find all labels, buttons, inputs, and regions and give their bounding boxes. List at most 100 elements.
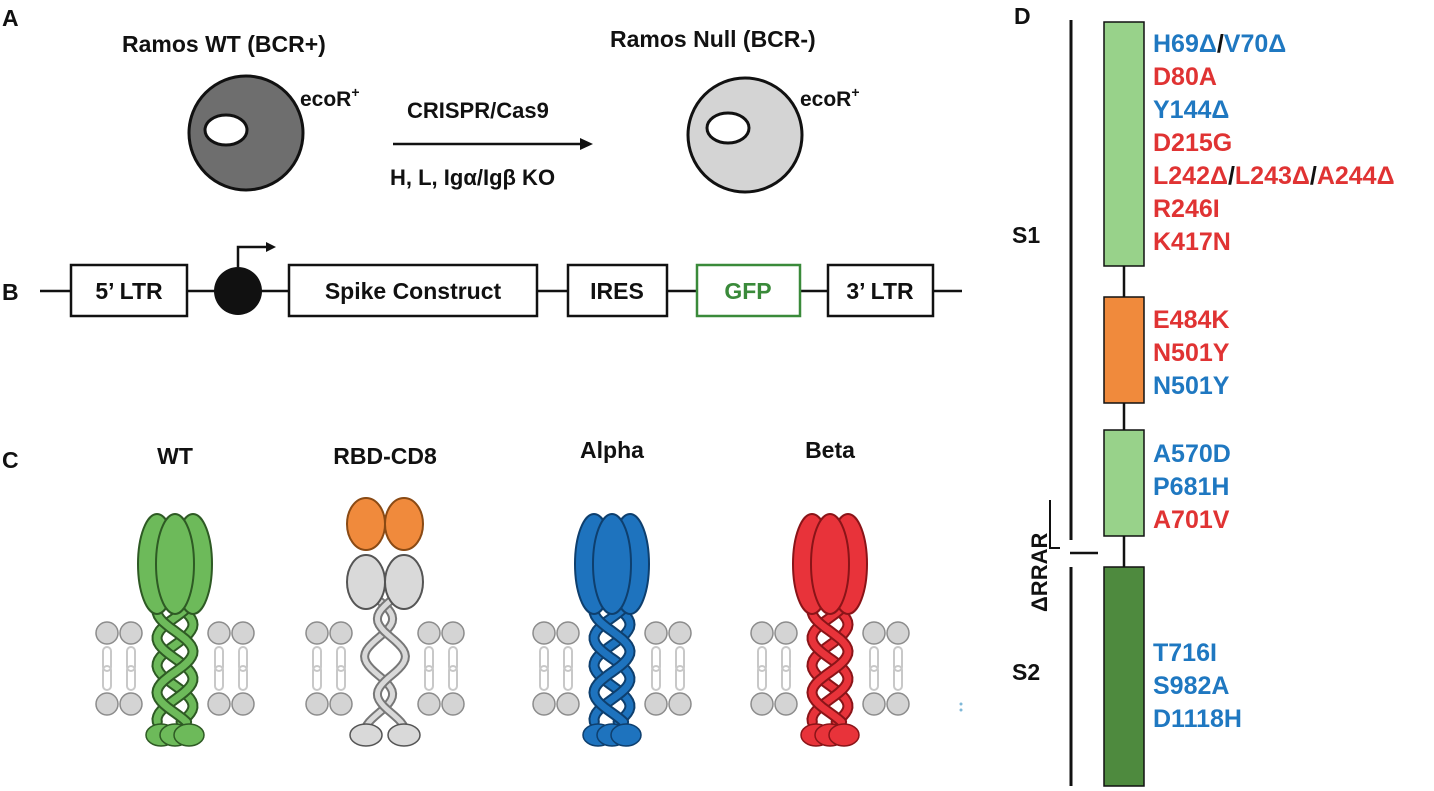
lipid-head-icon [95, 621, 119, 645]
membranes [95, 621, 910, 716]
promoter-arrow-line [236, 245, 266, 267]
mutation-list: H69Δ/V70ΔD80AY144ΔD215GL242Δ/L243Δ/A244Δ… [1153, 30, 1395, 733]
cd8-ct-lobe [387, 723, 421, 747]
alpha-ct-lobe [610, 723, 642, 747]
mutation-label: D215G [1153, 129, 1232, 157]
knockout-label: H, L, Igα/Igβ KO [390, 165, 555, 190]
lipid-head-icon [305, 621, 329, 645]
rbd-domain [1103, 296, 1145, 404]
ecor-label-null: ecoR+ [800, 84, 860, 111]
alpha-helix [590, 600, 634, 726]
lipid-head-icon [886, 621, 910, 645]
rbd-domain-icon [384, 497, 424, 551]
mutation-label: K417N [1153, 228, 1231, 256]
lipid-tail-icon [869, 646, 879, 672]
lipid-tail-icon [312, 665, 322, 691]
wt-ct-lobe [173, 723, 205, 747]
ltr3-label: 3’ LTR [846, 278, 914, 304]
lipid-head-icon [119, 692, 143, 716]
crispr-label: CRISPR/Cas9 [407, 98, 549, 123]
panel-b-letter: B [2, 279, 19, 305]
lipid-tail-icon [563, 646, 573, 672]
lipid-tail-icon [781, 665, 791, 691]
furin-deletion-label: ΔRRAR [1027, 533, 1052, 612]
lipid-tail-icon [102, 646, 112, 672]
lipid-head-icon [668, 692, 692, 716]
lipid-head-icon [95, 692, 119, 716]
s1-ntd-domain [1103, 21, 1145, 267]
cd8-domain [346, 554, 386, 610]
rbd-domain-icon [346, 497, 386, 551]
lipid-head-icon [207, 621, 231, 645]
lipid-tail-icon [312, 646, 322, 672]
gfp-box [695, 263, 802, 318]
rbd-cd8-spike [346, 497, 424, 747]
mutation-label: R246I [1153, 195, 1220, 223]
lipid-tail-icon [757, 665, 767, 691]
lipid-tail-icon [539, 646, 549, 672]
stray-dot [959, 702, 963, 706]
lipid-tail-icon [214, 665, 224, 691]
lipid-tail-icon [539, 665, 549, 691]
ramos-wt-label: Ramos WT (BCR+) [122, 31, 326, 57]
ltr3-box [826, 263, 935, 318]
lipid-head-icon [441, 692, 465, 716]
beta-spike [792, 513, 868, 747]
wt-head-subunit [155, 513, 195, 615]
mutation-label: D80A [1153, 63, 1217, 91]
beta-helix [808, 600, 852, 726]
ires-box [566, 263, 669, 318]
s2-domain [1103, 566, 1145, 787]
lipid-head-icon [644, 692, 668, 716]
ecor-label-wt: ecoR+ [300, 84, 360, 111]
variant-label-rbd-cd8: RBD-CD8 [333, 443, 437, 469]
lipid-head-icon [774, 692, 798, 716]
lipid-head-icon [417, 621, 441, 645]
lipid-tail-icon [336, 665, 346, 691]
lipid-tail-icon [869, 665, 879, 691]
lipid-head-icon [231, 692, 255, 716]
panel-c-letter: C [2, 447, 19, 473]
ltr5-box [69, 263, 189, 318]
mutation-label: Y144Δ [1153, 96, 1229, 124]
lipid-head-icon [774, 621, 798, 645]
mutation-label: P681H [1153, 473, 1229, 501]
ltr5-label: 5’ LTR [95, 278, 163, 304]
lipid-tail-icon [448, 646, 458, 672]
alpha-spike [574, 513, 650, 747]
lipid-tail-icon [214, 646, 224, 672]
lipid-tail-icon [675, 665, 685, 691]
proteins [137, 497, 868, 747]
lipid-head-icon [750, 692, 774, 716]
lipid-head-icon [532, 692, 556, 716]
lipid-tail-icon [238, 646, 248, 672]
variant-label-wt: WT [157, 443, 193, 469]
lipid-tail-icon [781, 646, 791, 672]
mutation-label: N501Y [1153, 372, 1230, 400]
spike-construct-label: Spike Construct [325, 278, 502, 304]
beta-ct-lobe [828, 723, 860, 747]
lipid-tail-icon [675, 646, 685, 672]
lipid-head-icon [886, 692, 910, 716]
lipid-tail-icon [563, 665, 573, 691]
lipid-head-icon [644, 621, 668, 645]
variant-label-alpha: Alpha [580, 437, 644, 463]
lipid-tail-icon [336, 646, 346, 672]
beta-helix [808, 600, 852, 726]
lipid-tail-icon [893, 646, 903, 672]
furin-site-bracket [1049, 500, 1060, 549]
promoter-icon [214, 267, 262, 315]
mutation-label: A701V [1153, 506, 1230, 534]
lipid-tail-icon [424, 665, 434, 691]
panel-a: A Ramos WT (BCR+) Ramos Null (BCR-) ecoR… [2, 5, 860, 194]
lipid-tail-icon [126, 665, 136, 691]
s1-ctd-domain [1103, 429, 1145, 537]
s1-label: S1 [1012, 222, 1040, 248]
lipid-head-icon [329, 621, 353, 645]
lipid-head-icon [329, 692, 353, 716]
alpha-head-subunit [592, 513, 632, 615]
s2-label: S2 [1012, 659, 1040, 685]
ramos-wt-nucleus [203, 113, 249, 147]
variant-label-beta: Beta [805, 437, 855, 463]
